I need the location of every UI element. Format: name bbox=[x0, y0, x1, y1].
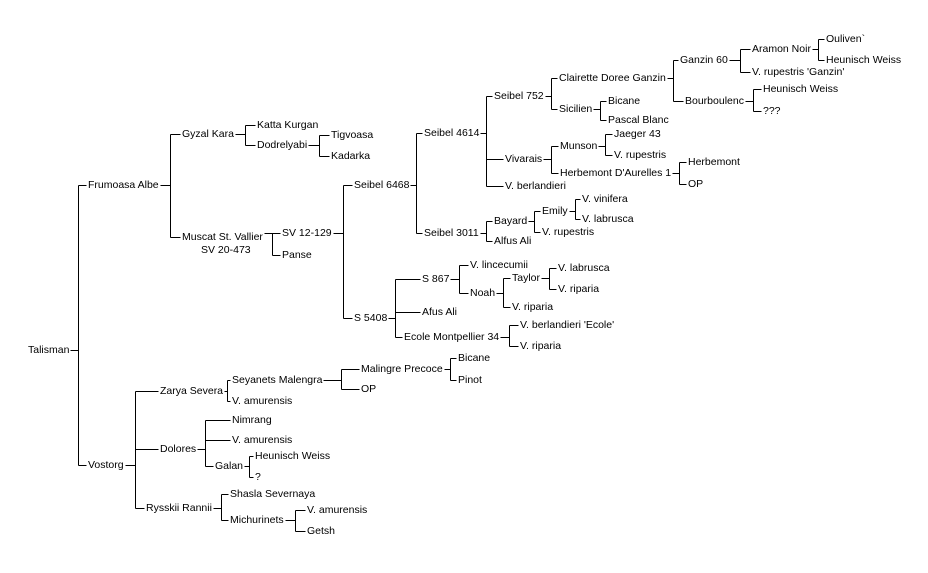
node-jaeger-43: Jaeger 43 bbox=[613, 128, 662, 140]
node-shasla-severnaya: Shasla Severnaya bbox=[229, 488, 317, 500]
node-seibel-3011: Seibel 3011 bbox=[423, 227, 480, 239]
node-v-amurensis: V. amurensis bbox=[306, 504, 369, 516]
node-sicilien: Sicilien bbox=[558, 103, 594, 115]
node-clairette-doree-ganzin: Clairette Doree Ganzin bbox=[558, 72, 667, 84]
node-dolores: Dolores bbox=[159, 443, 198, 455]
node-getsh: Getsh bbox=[306, 525, 337, 537]
node-v-amurensis: V. amurensis bbox=[231, 434, 294, 446]
node-sv-20-473: SV 20-473 bbox=[200, 244, 252, 256]
node-seibel-4614: Seibel 4614 bbox=[423, 127, 481, 139]
node-heunisch-weiss: Heunisch Weiss bbox=[825, 54, 903, 66]
node-sv-12-129: SV 12-129 bbox=[281, 227, 333, 239]
node-michurinets: Michurinets bbox=[229, 514, 285, 526]
node-bayard: Bayard bbox=[493, 215, 529, 227]
node-vostorg: Vostorg bbox=[87, 459, 125, 471]
node-unknown-parent: ??? bbox=[762, 105, 782, 117]
node-munson: Munson bbox=[559, 140, 599, 152]
node-s-5408: S 5408 bbox=[353, 312, 389, 324]
node-v-berlandieri: V. berlandieri bbox=[504, 180, 567, 192]
node-emily: Emily bbox=[541, 205, 569, 217]
node-herbemont-daurelles: Herbemont D'Aurelles 1 bbox=[559, 167, 673, 179]
node-v-lincecumii: V. lincecumii bbox=[469, 259, 529, 271]
node-malingre-precoce: Malingre Precoce bbox=[360, 363, 444, 375]
node-bicane: Bicane bbox=[607, 95, 642, 107]
node-s-867: S 867 bbox=[421, 273, 451, 285]
node-alfus-ali: Alfus Ali bbox=[493, 235, 533, 247]
node-seyanets-malengra: Seyanets Malengra bbox=[231, 374, 324, 386]
node-seibel-752: Seibel 752 bbox=[493, 90, 545, 102]
node-afus-ali: Afus Ali bbox=[421, 306, 459, 318]
node-ouliven: Ouliven` bbox=[825, 33, 867, 45]
node-nimrang: Nimrang bbox=[231, 414, 273, 426]
node-v-berlandieri-ecole: V. berlandieri 'Ecole' bbox=[519, 319, 616, 331]
node-pascal-blanc: Pascal Blanc bbox=[607, 114, 670, 126]
node-talisman: Talisman bbox=[27, 344, 71, 356]
node-v-labrusca: V. labrusca bbox=[557, 262, 611, 274]
node-panse: Panse bbox=[281, 249, 313, 261]
node-bourboulenc: Bourboulenc bbox=[684, 95, 745, 107]
node-v-riparia: V. riparia bbox=[519, 340, 563, 352]
node-v-labrusca: V. labrusca bbox=[581, 213, 635, 225]
node-tigvoasa: Tigvoasa bbox=[330, 129, 375, 141]
node-v-amurensis: V. amurensis bbox=[231, 395, 294, 407]
node-heunisch-weiss: Heunisch Weiss bbox=[254, 450, 332, 462]
node-zarya-severa: Zarya Severa bbox=[159, 385, 225, 397]
node-frumoasa-albe: Frumoasa Albe bbox=[87, 179, 160, 191]
node-v-rupestris-ganzin: V. rupestris 'Ganzin' bbox=[751, 66, 846, 78]
node-dodrelyabi: Dodrelyabi bbox=[256, 139, 309, 151]
node-aramon-noir: Aramon Noir bbox=[751, 43, 812, 55]
node-op: OP bbox=[687, 178, 705, 190]
node-ecole-montpellier-34: Ecole Montpellier 34 bbox=[403, 331, 501, 343]
node-taylor: Taylor bbox=[511, 272, 542, 284]
node-seibel-6468: Seibel 6468 bbox=[353, 179, 411, 191]
node-v-riparia: V. riparia bbox=[511, 301, 555, 313]
node-unknown-parent: ? bbox=[254, 471, 262, 483]
node-noah: Noah bbox=[469, 287, 497, 299]
node-ganzin-60: Ganzin 60 bbox=[679, 54, 729, 66]
node-herbemont: Herbemont bbox=[687, 156, 741, 168]
node-v-vinifera: V. vinifera bbox=[581, 193, 629, 205]
node-pinot: Pinot bbox=[457, 374, 483, 386]
node-rysskii-rannii: Rysskii Rannii bbox=[145, 502, 213, 514]
node-kadarka: Kadarka bbox=[330, 150, 372, 162]
node-gyzal-kara: Gyzal Kara bbox=[181, 128, 235, 140]
node-v-rupestris: V. rupestris bbox=[613, 149, 668, 161]
node-muscat-st-vallier: Muscat St. Vallier bbox=[181, 231, 264, 243]
node-vivarais: Vivarais bbox=[504, 153, 544, 165]
node-v-rupestris: V. rupestris bbox=[541, 226, 596, 238]
node-galan: Galan bbox=[214, 460, 245, 472]
node-bicane: Bicane bbox=[457, 352, 492, 364]
node-op: OP bbox=[360, 383, 378, 395]
node-katta-kurgan: Katta Kurgan bbox=[256, 119, 320, 131]
node-heunisch-weiss: Heunisch Weiss bbox=[762, 83, 840, 95]
node-v-riparia: V. riparia bbox=[557, 283, 601, 295]
